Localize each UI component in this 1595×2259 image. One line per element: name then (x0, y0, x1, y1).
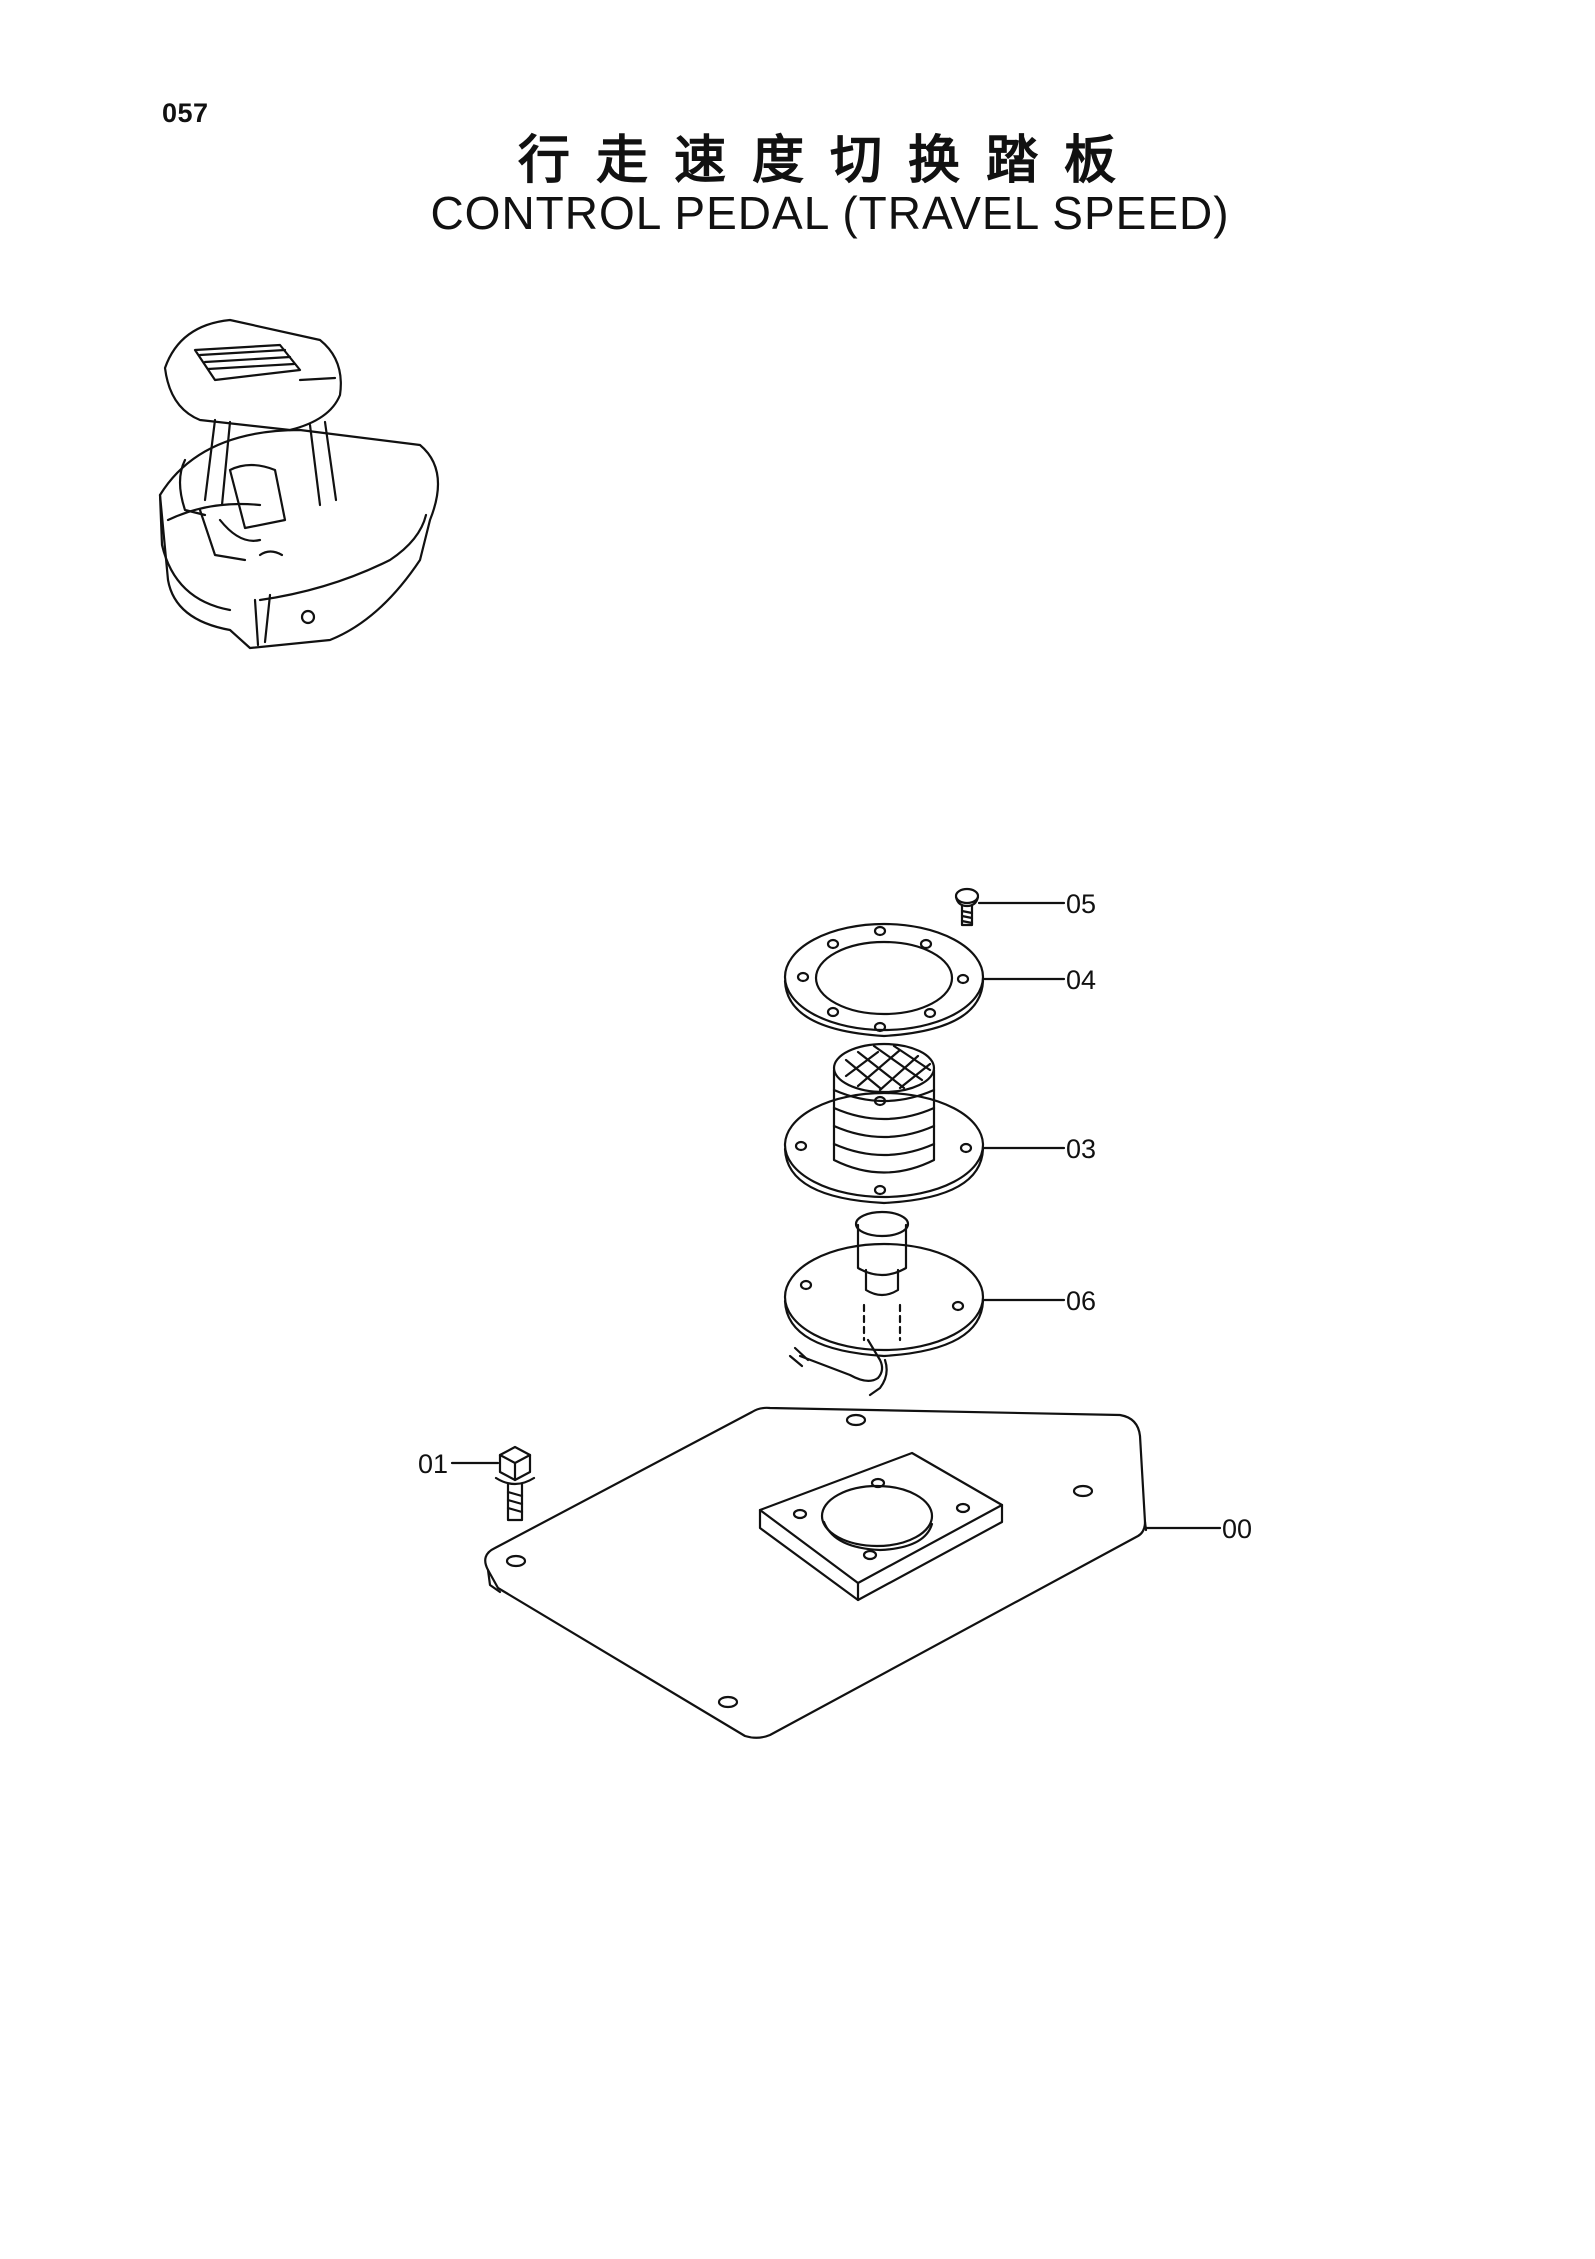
part-01-bolt (450, 1445, 536, 1522)
part-00-plate (484, 1406, 1222, 1739)
title-chinese: 行走速度切换踏板 (517, 131, 1142, 191)
part-03-boot (783, 1042, 1066, 1205)
cab-location-illustration (158, 318, 440, 650)
part-06-switch (783, 1210, 1066, 1397)
callout-06: 06 (1066, 1286, 1096, 1316)
callout-00: 00 (1222, 1514, 1252, 1544)
part-05-screw (954, 887, 1066, 927)
callout-04: 04 (1066, 965, 1096, 995)
callout-03: 03 (1066, 1134, 1096, 1164)
callout-05: 05 (1066, 889, 1096, 919)
callout-01: 01 (418, 1449, 448, 1479)
part-04-ring (783, 922, 1066, 1038)
page-number: 057 (162, 98, 209, 128)
title-english: CONTROL PEDAL (TRAVEL SPEED) (430, 187, 1230, 239)
